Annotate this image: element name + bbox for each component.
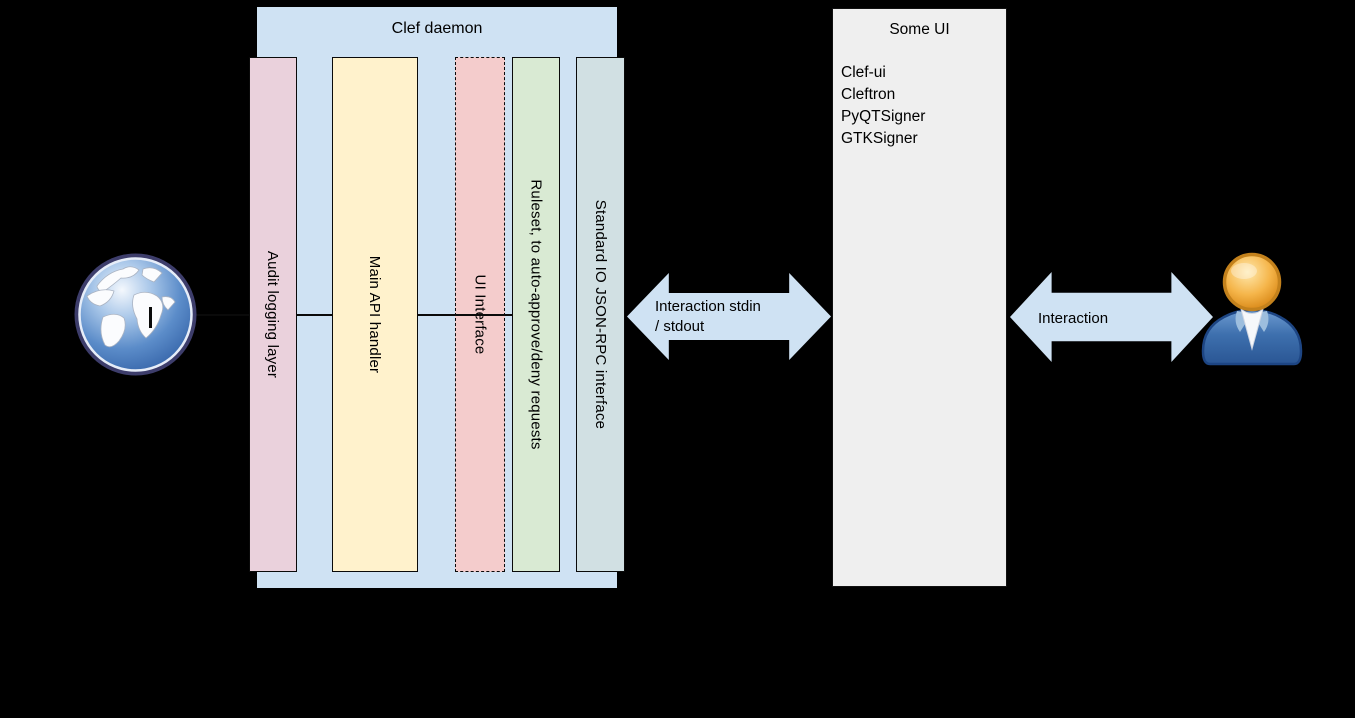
bar-stdio-jsonrpc: Standard IO JSON-RPC interface — [576, 57, 625, 572]
connector-endpoint-tick — [149, 307, 152, 328]
some-ui-list: Clef-ui Cleftron PyQTSigner GTKSigner — [841, 62, 1001, 150]
clef-daemon-title: Clef daemon — [391, 20, 483, 37]
some-ui-box — [832, 8, 1007, 587]
some-ui-item-gtksigner: GTKSigner — [841, 130, 918, 147]
bar-main-api-handler: Main API handler — [332, 57, 418, 572]
bar-audit-logging-layer: Audit logging layer — [249, 57, 297, 572]
user-icon — [1200, 252, 1304, 366]
some-ui-item-pyqtsigner: PyQTSigner — [841, 108, 926, 125]
globe-icon — [73, 252, 198, 377]
some-ui-item-cleftron: Cleftron — [841, 86, 896, 103]
stdio-arrow-label-line1: Interaction stdin — [655, 298, 761, 315]
stdio-arrow-label-line2: / stdout — [655, 318, 705, 335]
user-arrow-label: Interaction — [1038, 310, 1109, 327]
some-ui-item-clef-ui: Clef-ui — [841, 64, 886, 81]
bar-ruleset-label: Ruleset, to auto-approve/deny requests — [527, 179, 545, 450]
bar-audit-logging-layer-label: Audit logging layer — [264, 250, 282, 379]
some-ui-title: Some UI — [889, 21, 950, 38]
bar-main-api-handler-label: Main API handler — [366, 255, 384, 374]
bar-ruleset: Ruleset, to auto-approve/deny requests — [512, 57, 560, 572]
stdio-arrow-label: Interaction stdin / stdout — [655, 297, 761, 337]
bar-stdio-jsonrpc-label: Standard IO JSON-RPC interface — [592, 199, 610, 430]
clef-daemon-container — [257, 7, 617, 588]
